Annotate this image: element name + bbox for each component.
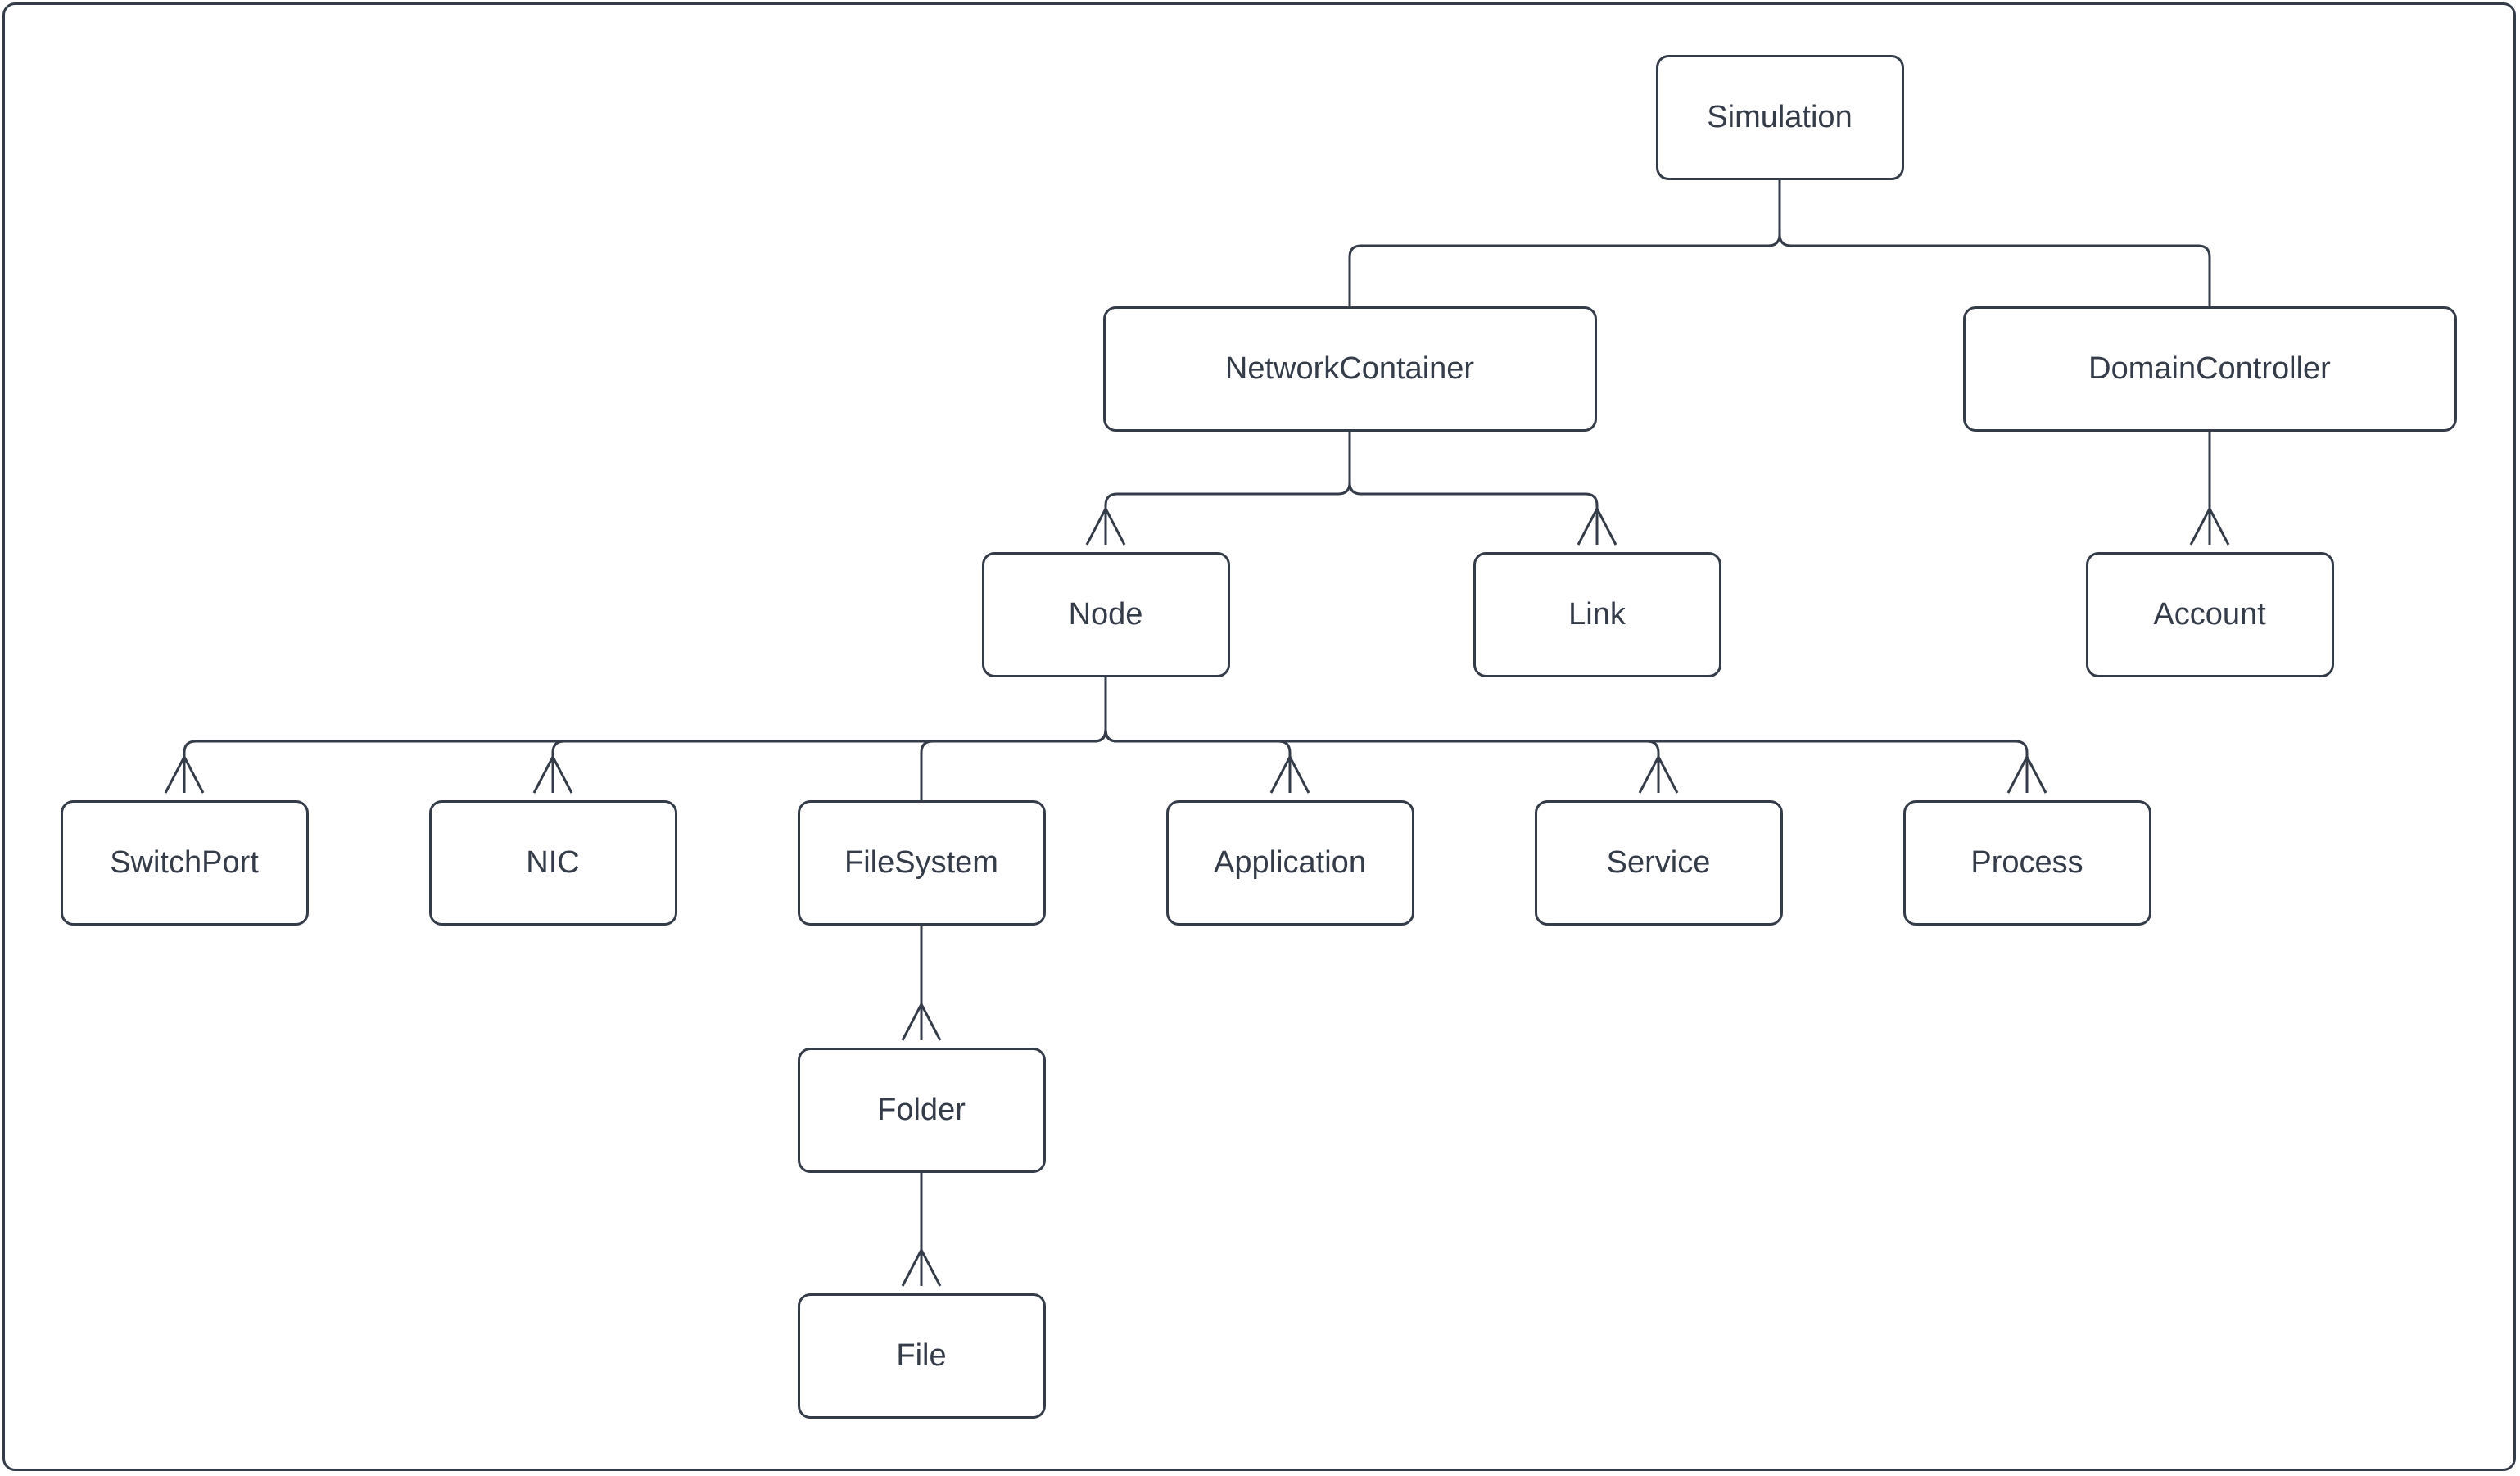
class-node-switchport[interactable]: SwitchPort <box>61 800 309 926</box>
edge-node-to-service <box>1104 676 1679 794</box>
class-node-box <box>1103 306 1597 432</box>
edge-folder-to-file <box>901 1171 942 1287</box>
class-node-nic[interactable]: NIC <box>429 800 677 926</box>
edge-node-to-filesystem <box>920 676 1107 801</box>
edge-simulation-to-domaincontroller <box>1778 179 2211 307</box>
class-node-box <box>429 800 677 926</box>
class-node-link[interactable]: Link <box>1473 552 1721 677</box>
class-node-box <box>798 1048 1046 1173</box>
class-node-process[interactable]: Process <box>1903 800 2151 926</box>
edge-connector-line <box>1104 676 2029 757</box>
class-node-label: Node <box>1069 597 1143 632</box>
edge-connector-line <box>551 676 1107 757</box>
edge-domaincontroller-to-account <box>2189 430 2230 546</box>
edge-connector-line <box>183 676 1107 757</box>
edge-filesystem-to-folder <box>901 924 942 1041</box>
edge-node-to-process <box>1104 676 2047 794</box>
class-node-label: File <box>896 1338 946 1373</box>
class-node-label: NetworkContainer <box>1225 351 1474 386</box>
class-node-label: NIC <box>526 845 579 880</box>
class-node-box <box>1903 800 2151 926</box>
edge-simulation-to-networkcontainer <box>1348 179 1781 307</box>
class-node-label: Simulation <box>1707 100 1852 134</box>
class-node-box <box>61 800 309 926</box>
edge-connector-line <box>1778 179 2211 307</box>
edge-connector-line <box>1104 430 1351 509</box>
edge-networkcontainer-to-link <box>1348 430 1617 546</box>
class-node-file[interactable]: File <box>798 1293 1046 1419</box>
class-node-networkcontainer[interactable]: NetworkContainer <box>1103 306 1597 432</box>
class-node-box <box>1535 800 1783 926</box>
edge-node-to-application <box>1104 676 1310 794</box>
class-node-node[interactable]: Node <box>982 552 1230 677</box>
edge-networkcontainer-to-node <box>1085 430 1351 546</box>
class-node-folder[interactable]: Folder <box>798 1048 1046 1173</box>
class-node-box <box>1656 55 1904 180</box>
class-node-label: DomainController <box>2088 351 2331 386</box>
class-node-label: Application <box>1214 845 1366 880</box>
edge-connector-line <box>1348 430 1599 509</box>
class-node-domaincontroller[interactable]: DomainController <box>1963 306 2457 432</box>
class-node-box <box>798 1293 1046 1419</box>
class-node-box <box>1473 552 1721 677</box>
class-node-label: Service <box>1607 845 1711 880</box>
class-node-simulation[interactable]: Simulation <box>1656 55 1904 180</box>
class-node-account[interactable]: Account <box>2086 552 2334 677</box>
class-node-label: Account <box>2153 597 2266 632</box>
edge-connector-line <box>1104 676 1292 757</box>
edge-node-to-nic <box>532 676 1107 794</box>
class-node-label: Folder <box>877 1093 966 1127</box>
edge-node-to-switchport <box>164 676 1107 794</box>
class-node-label: SwitchPort <box>110 845 259 880</box>
class-node-service[interactable]: Service <box>1535 800 1783 926</box>
class-node-filesystem[interactable]: FileSystem <box>798 800 1046 926</box>
class-node-label: Process <box>1970 845 2083 880</box>
edge-layer <box>164 179 2230 1287</box>
class-node-box <box>1166 800 1414 926</box>
edge-connector-line <box>920 676 1107 801</box>
edge-connector-line <box>1104 676 1660 757</box>
edge-connector-line <box>1348 179 1781 307</box>
class-node-box <box>1963 306 2457 432</box>
class-node-label: Link <box>1568 597 1626 632</box>
class-node-box <box>798 800 1046 926</box>
class-node-application[interactable]: Application <box>1166 800 1414 926</box>
class-node-box <box>982 552 1230 677</box>
class-node-box <box>2086 552 2334 677</box>
class-node-label: FileSystem <box>844 845 998 880</box>
